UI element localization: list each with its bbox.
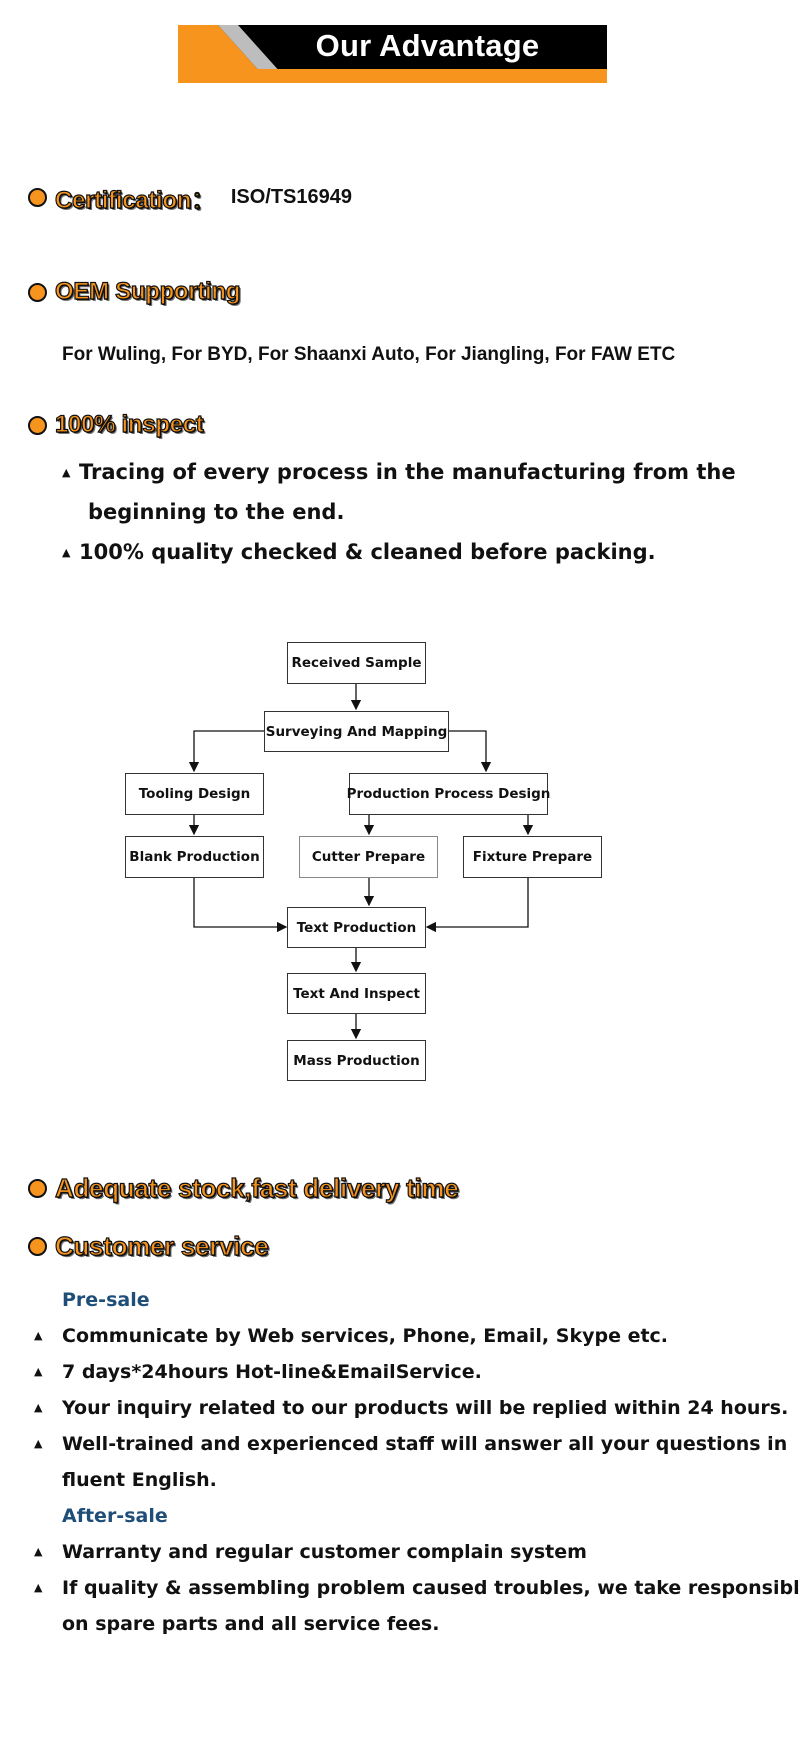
pre-sale-item: ▲ Communicate by Web services, Phone, Ema… — [34, 1325, 668, 1347]
pre-sale-item: ▲ 7 days*24hours Hot-line&EmailService. — [34, 1361, 482, 1383]
oem-section: OEM Supporting — [28, 277, 241, 306]
after-sale-item: ▲ Warranty and regular customer complain … — [34, 1541, 587, 1563]
customer-service-heading: Customer service — [54, 1230, 269, 1261]
pre-sale-item-text: Your inquiry related to our products wil… — [62, 1397, 789, 1419]
banner: Our Advantage — [178, 25, 607, 83]
flow-box-blank-production: Blank Production — [125, 836, 264, 878]
triangle-bullet-icon: ▲ — [34, 1581, 43, 1594]
triangle-bullet-icon: ▲ — [34, 1401, 43, 1414]
pre-sale-item: ▲ Well-trained and experienced staff will… — [34, 1433, 787, 1455]
pre-sale-item: ▲ Your inquiry related to our products wi… — [34, 1397, 788, 1419]
certification-value: ISO/TS16949 — [230, 186, 353, 208]
flow-box-tooling-design: Tooling Design — [125, 773, 264, 815]
certification-section: Certification： ISO/TS16949 — [28, 180, 352, 215]
stock-section: Adequate stock,fast delivery time — [28, 1172, 459, 1204]
orange-dot-icon — [28, 188, 47, 207]
inspect-bullet-1-cont: beginning to the end. — [88, 500, 345, 524]
banner-title: Our Advantage — [315, 28, 540, 63]
after-sale-item-text: Warranty and regular customer complain s… — [62, 1541, 587, 1563]
inspect-bullet-2: ▲ 100% quality checked & cleaned before p… — [62, 540, 656, 564]
certification-heading: Certification： — [54, 186, 215, 214]
pre-sale-item-text: Well-trained and experienced staff will … — [62, 1433, 788, 1455]
after-sale-item: ▲ If quality & assembling problem caused … — [34, 1577, 800, 1599]
after-sale-heading: After-sale — [62, 1505, 168, 1527]
flow-box-received-sample: Received Sample — [287, 642, 426, 684]
inspect-section: 100% inspect — [28, 410, 204, 439]
orange-dot-icon — [28, 282, 47, 302]
orange-dot-icon — [28, 1179, 47, 1198]
oem-heading: OEM Supporting — [54, 277, 241, 305]
banner-orange-stripe — [178, 69, 607, 83]
inspect-bullet-1-text: Tracing of every process in the manufact… — [79, 460, 736, 484]
orange-dot-icon — [28, 415, 47, 435]
flow-box-production-process-design: Production Process Design — [347, 773, 550, 815]
after-sale-item-cont: on spare parts and all service fees. — [62, 1613, 440, 1635]
customer-service-section: Customer service — [28, 1230, 269, 1262]
flow-box-text-production: Text Production — [287, 907, 426, 948]
after-sale-item-text: If quality & assembling problem caused t… — [62, 1577, 800, 1599]
pre-sale-heading: Pre-sale — [62, 1289, 150, 1311]
triangle-bullet-icon: ▲ — [34, 1437, 43, 1450]
flowchart-connectors — [188, 684, 534, 1040]
banner-stripe-graphic — [178, 25, 290, 83]
pre-sale-item-text: 7 days*24hours Hot-line&EmailService. — [62, 1361, 482, 1383]
inspect-bullet-2-text: 100% quality checked & cleaned before pa… — [79, 540, 656, 564]
triangle-bullet-icon: ▲ — [34, 1545, 43, 1558]
inspect-bullet-1: ▲ Tracing of every process in the manufac… — [62, 460, 736, 484]
flow-box-mass-production: Mass Production — [287, 1040, 426, 1081]
stock-heading: Adequate stock,fast delivery time — [54, 1172, 459, 1203]
flow-box-cutter-prepare: Cutter Prepare — [299, 836, 438, 878]
inspect-heading: 100% inspect — [54, 410, 204, 438]
oem-text: For Wuling, For BYD, For Shaanxi Auto, F… — [62, 344, 676, 365]
pre-sale-item-cont: fluent English. — [62, 1469, 217, 1491]
triangle-bullet-icon: ▲ — [62, 466, 71, 479]
triangle-bullet-icon: ▲ — [34, 1365, 43, 1378]
orange-dot-icon — [28, 1237, 47, 1256]
flow-box-fixture-prepare: Fixture Prepare — [463, 836, 602, 878]
triangle-bullet-icon: ▲ — [34, 1329, 43, 1342]
flow-box-surveying: Surveying And Mapping — [264, 711, 449, 752]
pre-sale-item-text: Communicate by Web services, Phone, Emai… — [62, 1325, 669, 1347]
flow-box-text-and-inspect: Text And Inspect — [287, 973, 426, 1014]
triangle-bullet-icon: ▲ — [62, 546, 71, 559]
